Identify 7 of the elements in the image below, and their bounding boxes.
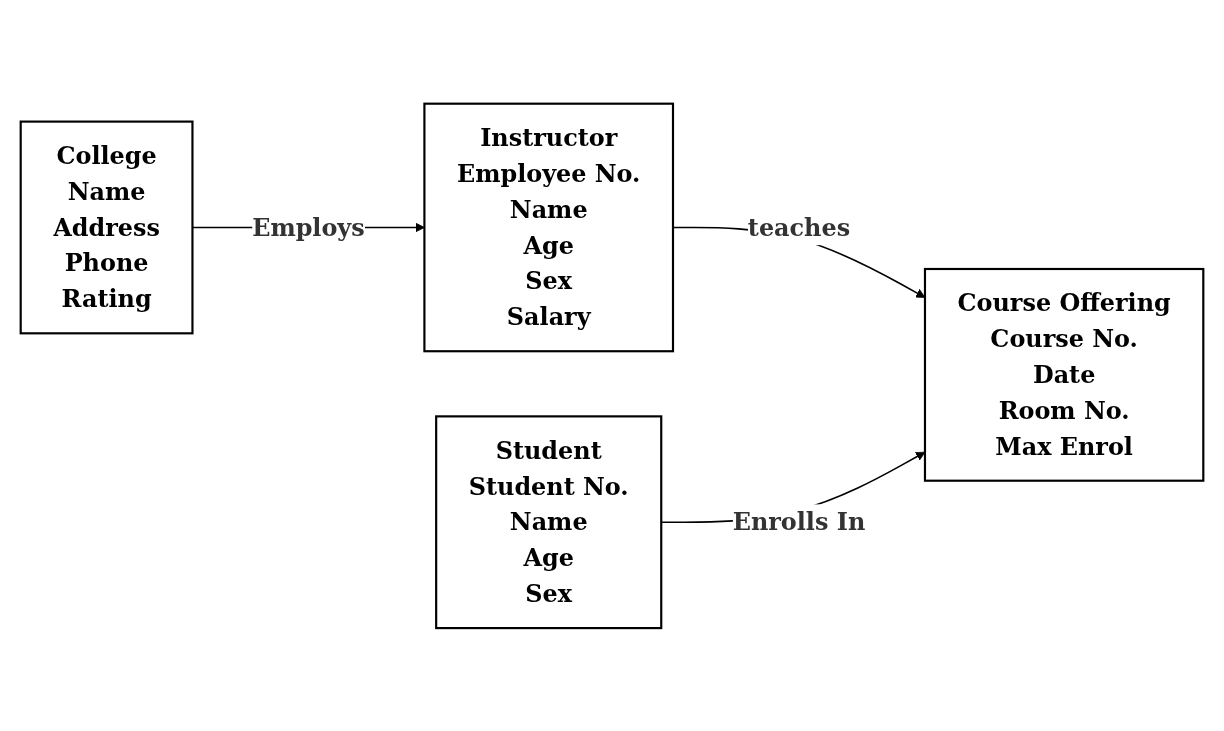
node-box: Instructor Employee No. Name Age Sex Salary — [423, 102, 675, 352]
edge-label: teaches — [747, 212, 851, 241]
edge-label: Enrolls In — [732, 507, 866, 536]
node-box: Student Student No. Name Age Sex — [435, 414, 663, 629]
edge-label: Employs — [252, 212, 365, 241]
node-box: Course Offering Course No. Date Room No. Max Enrol — [923, 267, 1205, 482]
node-box: College Name Address Phone Rating — [19, 120, 194, 334]
